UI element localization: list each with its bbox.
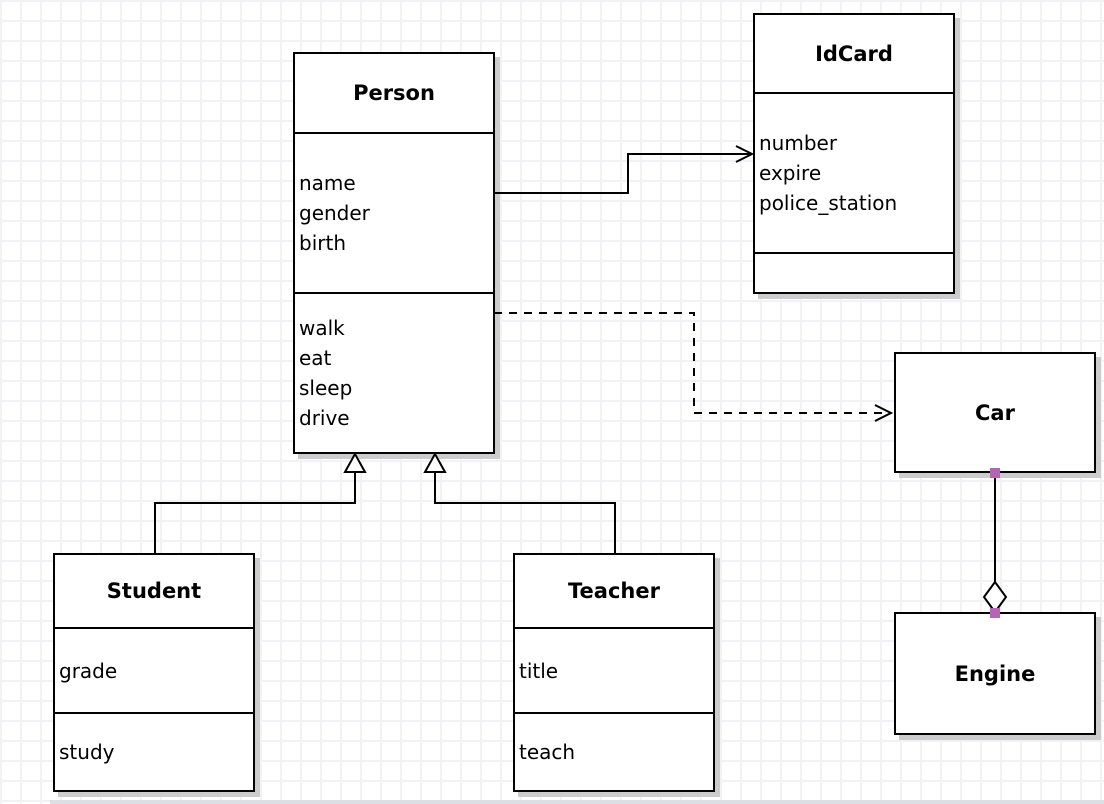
attribute: name: [299, 171, 356, 195]
attributes-compartment: title: [515, 627, 713, 712]
class-student[interactable]: Student grade study: [53, 553, 255, 792]
class-title: Person: [353, 81, 435, 105]
aggregation-car-engine[interactable]: [982, 468, 1008, 618]
methods-compartment: study: [55, 712, 253, 790]
method: study: [59, 740, 115, 764]
attribute: birth: [299, 231, 346, 255]
attributes-compartment: number expire police_station: [755, 92, 953, 252]
class-title: Engine: [954, 661, 1036, 686]
class-title: Student: [106, 579, 202, 603]
hollow-diamond-icon: [982, 580, 1008, 614]
open-arrowhead-icon: [874, 404, 894, 422]
methods-compartment: [755, 252, 953, 292]
class-title: Car: [975, 400, 1015, 425]
method: sleep: [299, 376, 353, 400]
dependency-person-car[interactable]: [494, 312, 894, 422]
generalization-teacher-person[interactable]: [423, 451, 616, 554]
dependency-dashed-line: [494, 312, 884, 414]
generalization-student-person[interactable]: [154, 451, 367, 554]
attributes-compartment: grade: [55, 627, 253, 712]
method: teach: [519, 740, 576, 764]
attribute: police_station: [759, 191, 898, 215]
methods-compartment: teach: [515, 712, 713, 790]
hollow-triangle-icon: [343, 451, 367, 473]
attribute: number: [759, 131, 838, 155]
class-idcard[interactable]: IdCard number expire police_station: [753, 13, 955, 294]
hollow-triangle-icon: [423, 451, 447, 473]
generalization-line: [434, 472, 616, 554]
class-title: IdCard: [815, 41, 893, 66]
generalization-line: [154, 472, 356, 554]
class-engine[interactable]: Engine: [894, 612, 1096, 735]
class-person[interactable]: Person name gender birth walk eat sleep …: [293, 52, 495, 454]
attribute: title: [519, 658, 559, 683]
association-line: [494, 153, 750, 194]
attribute: grade: [59, 658, 118, 683]
attributes-compartment: name gender birth: [295, 132, 493, 292]
open-arrowhead-icon: [735, 145, 755, 163]
canvas-bottom-edge: [50, 800, 1104, 804]
attribute: expire: [759, 161, 822, 185]
method: eat: [299, 346, 332, 370]
method: drive: [299, 406, 350, 430]
association-person-idcard[interactable]: [494, 145, 755, 194]
class-title: Teacher: [568, 579, 660, 603]
methods-compartment: walk eat sleep drive: [295, 292, 493, 452]
attribute: gender: [299, 201, 370, 225]
method: walk: [299, 316, 345, 340]
class-car[interactable]: Car: [894, 352, 1096, 473]
class-teacher[interactable]: Teacher title teach: [513, 553, 715, 792]
